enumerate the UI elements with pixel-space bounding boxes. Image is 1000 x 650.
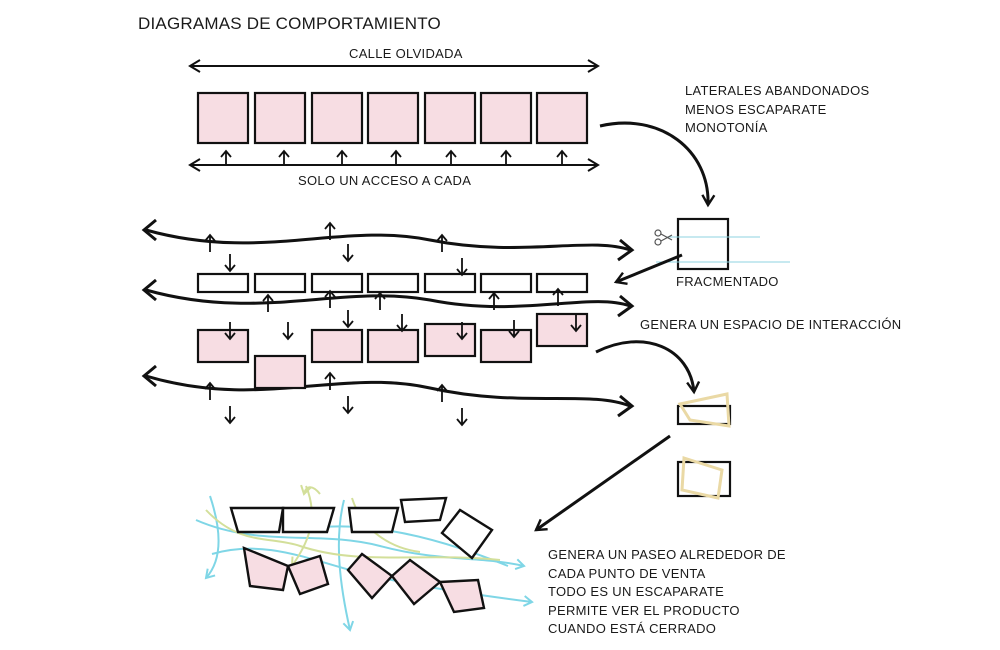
kiosk-transform-2	[676, 455, 732, 500]
arrow-to-walk-diagram	[534, 434, 671, 532]
note-walk-line: CUANDO ESTÁ CERRADO	[548, 621, 717, 636]
label-top-street: CALLE OLVIDADA	[349, 46, 463, 61]
note-walk-line: TODO ES UN ESCAPARATE	[548, 584, 725, 599]
staggered-shops	[196, 312, 589, 390]
single-access-arrows	[220, 149, 568, 164]
note-abandoned: LATERALES ABANDONADOS MENOS ESCAPARATE M…	[685, 82, 870, 138]
curved-arrow-to-shop	[599, 121, 716, 208]
small-kiosk-row	[196, 272, 589, 294]
shop-row-closed	[196, 91, 589, 145]
note-abandoned-line: LATERALES ABANDONADOS	[685, 83, 870, 98]
wavy-path-ends	[141, 218, 635, 418]
access-arrows-multi	[204, 221, 582, 427]
scissors-icon	[654, 229, 673, 246]
curved-arrow-to-kiosk	[595, 340, 701, 395]
note-walk-line: PERMITE VER EL PRODUCTO	[548, 602, 740, 618]
wavy-street-paths	[145, 228, 631, 408]
note-walk: GENERA UN PASEO ALREDEDOR DE CADA PUNTO …	[548, 546, 786, 639]
note-abandoned-line: MONOTONÍA	[685, 120, 768, 135]
fragmented-shop	[656, 217, 790, 271]
note-abandoned-line: MENOS ESCAPARATE	[685, 101, 827, 117]
kiosk-transform-1	[676, 392, 732, 428]
page-title: DIAGRAMAS DE COMPORTAMIENTO	[138, 14, 441, 33]
label-interaction: GENERA UN ESPACIO DE INTERACCIÓN	[640, 317, 902, 332]
label-fragmented: FRACMENTADO	[676, 274, 779, 289]
label-single-access: SOLO UN ACCESO A CADA	[298, 173, 472, 188]
arrow-fragmented-to-row	[613, 253, 683, 285]
street-top-arrow	[188, 59, 600, 73]
shops-rotated	[242, 546, 486, 614]
note-walk-line: CADA PUNTO DE VENTA	[548, 565, 706, 581]
kiosks-open	[229, 496, 494, 560]
note-walk-line: GENERA UN PASEO ALREDEDOR DE	[548, 547, 786, 562]
street-bottom-arrow	[188, 158, 600, 172]
